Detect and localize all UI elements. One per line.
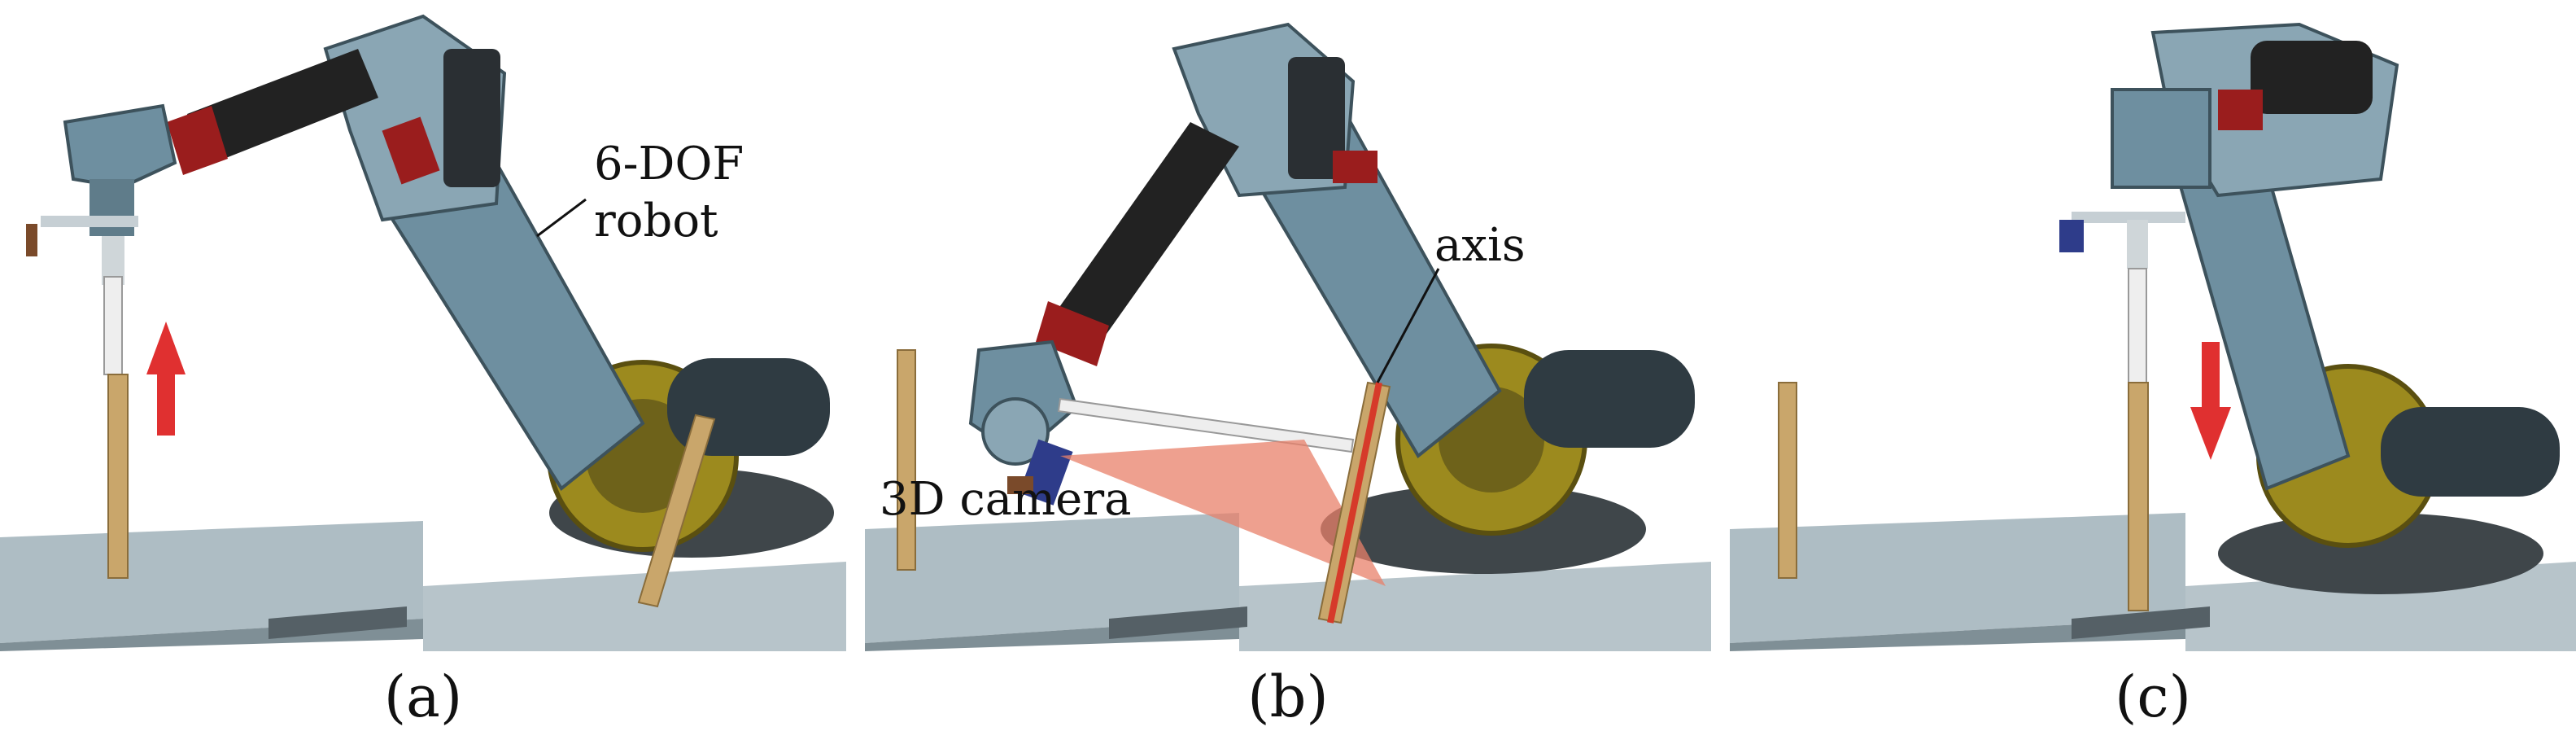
- tilted-rod: [637, 414, 716, 608]
- robot-label-line1: 6-DOF: [594, 138, 744, 190]
- camera-body: [2059, 220, 2084, 252]
- inserted-rod: [2128, 382, 2149, 611]
- camera-field-of-view: [1060, 440, 1386, 586]
- robot-scene-a: [0, 14, 846, 651]
- rod-axis-line: [1327, 382, 1382, 624]
- gripped-rod: [103, 276, 123, 375]
- standing-rod: [897, 349, 916, 571]
- red-plate: [382, 116, 440, 185]
- base-motor: [1524, 350, 1695, 448]
- forearm-tube: [2251, 41, 2373, 114]
- wrist: [63, 103, 177, 190]
- table-platform: [0, 521, 423, 643]
- base-motor: [2381, 407, 2560, 497]
- axis-label: axis: [1434, 219, 1526, 272]
- table-platform: [865, 513, 1239, 643]
- table-platform-right: [423, 562, 846, 651]
- panel-b: axis 3D camera: [865, 0, 1711, 651]
- robot-label-line2: robot: [594, 195, 718, 247]
- standing-rod: [1778, 382, 1797, 579]
- table-platform: [1730, 513, 2185, 643]
- red-plate: [1333, 151, 1378, 183]
- red-collar: [167, 106, 228, 175]
- robot-scene-b: [865, 22, 1711, 651]
- wrist: [2111, 88, 2211, 189]
- camera-label: 3D camera: [880, 473, 1132, 526]
- up-arrow-icon: [146, 322, 186, 436]
- forearm-tube: [1052, 122, 1239, 342]
- caption-b: (b): [1247, 663, 1329, 730]
- panel-c: [1730, 0, 2576, 651]
- down-arrow-icon: [2190, 342, 2231, 460]
- gripped-rod: [2128, 268, 2147, 383]
- robot-callout-line: [536, 198, 587, 238]
- caption-a: (a): [383, 663, 463, 730]
- standing-rod: [107, 374, 129, 579]
- caption-c: (c): [2115, 663, 2191, 730]
- held-rod: [1057, 397, 1355, 453]
- tool-flange: [90, 179, 134, 236]
- panel-a: 6-DOF robot: [0, 0, 846, 651]
- forearm-tube: [187, 49, 378, 167]
- red-collar: [1036, 301, 1109, 366]
- robot-scene-c: [1730, 22, 2576, 651]
- red-collar: [2218, 90, 2263, 130]
- axis-callout-line: [1376, 268, 1440, 383]
